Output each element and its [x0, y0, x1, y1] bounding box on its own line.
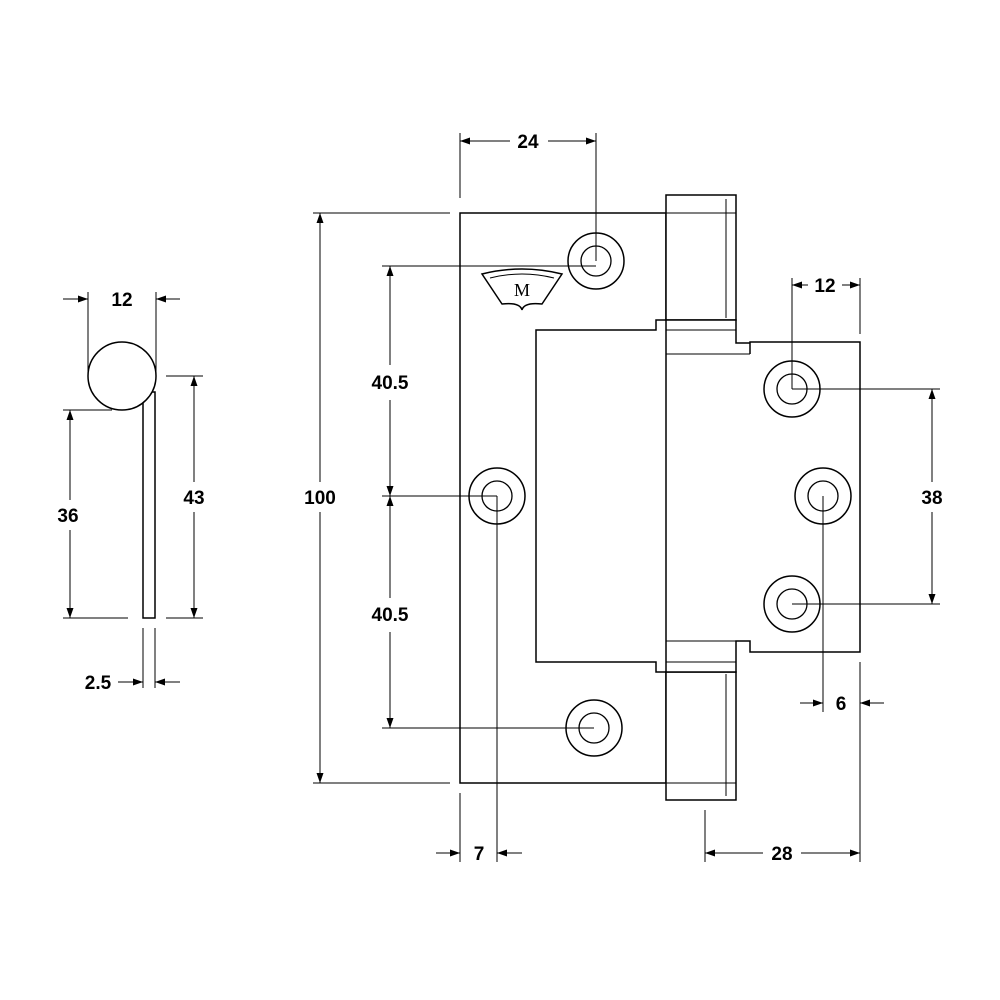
- outer-width-label: 24: [517, 132, 539, 153]
- edge-offset-arrow-right: [497, 849, 507, 857]
- outer-width-arrow-right: [586, 137, 596, 145]
- logo-shield: [480, 268, 564, 311]
- side-knuckle: [87, 341, 157, 411]
- inner-offset-arrow-left: [792, 281, 802, 289]
- overall-height-label: 100: [304, 488, 336, 509]
- pitch-upper-label: 40.5: [372, 373, 409, 394]
- inner-edge-label: 6: [836, 694, 847, 715]
- front-view: M 24 100: [304, 132, 942, 865]
- pitch-lower-arrow-bottom: [386, 718, 394, 728]
- logo-shield-inner: [489, 273, 555, 279]
- pitch-upper-arrow-bottom: [386, 486, 394, 496]
- side-thickness-arrow-right: [155, 678, 165, 686]
- inner-width-arrow-right: [850, 849, 860, 857]
- outer-width-arrow-left: [460, 137, 470, 145]
- side-leaf-strip: [142, 391, 156, 619]
- side-width-label: 12: [111, 290, 132, 311]
- side-view: 12 36 43 2.5: [57, 290, 204, 694]
- inner-span-label: 38: [921, 488, 942, 509]
- inner-width-arrow-left: [705, 849, 715, 857]
- pitch-lower-arrow-top: [386, 496, 394, 506]
- side-leaf-arrow-bottom: [66, 608, 74, 618]
- inner-span-arrow-bottom: [928, 594, 936, 604]
- side-total-height-label: 43: [183, 488, 204, 509]
- pitch-lower-label: 40.5: [372, 605, 409, 626]
- inner-offset-label: 12: [814, 276, 835, 297]
- side-thickness-label: 2.5: [85, 673, 112, 694]
- side-width-arrow-left: [78, 295, 88, 303]
- inner-span-arrow-top: [928, 389, 936, 399]
- edge-offset-label: 7: [474, 844, 485, 865]
- manufacturer-logo: M: [480, 268, 564, 311]
- inner-edge-arrow-left: [813, 699, 823, 707]
- side-width-arrow-right: [156, 295, 166, 303]
- side-leaf-height-label: 36: [57, 506, 78, 527]
- inner-width-label: 28: [771, 844, 792, 865]
- side-total-arrow-top: [190, 376, 198, 386]
- side-total-arrow-bottom: [190, 608, 198, 618]
- logo-letter: M: [514, 280, 530, 300]
- side-leaf-arrow-top: [66, 410, 74, 420]
- edge-offset-arrow-left: [450, 849, 460, 857]
- overall-height-arrow-bottom: [316, 773, 324, 783]
- knuckle-bottom: [665, 671, 737, 801]
- inner-edge-arrow-right: [860, 699, 870, 707]
- pitch-upper-arrow-top: [386, 266, 394, 276]
- overall-height-arrow-top: [316, 213, 324, 223]
- inner-offset-arrow-right: [850, 281, 860, 289]
- side-thickness-arrow-left: [133, 678, 143, 686]
